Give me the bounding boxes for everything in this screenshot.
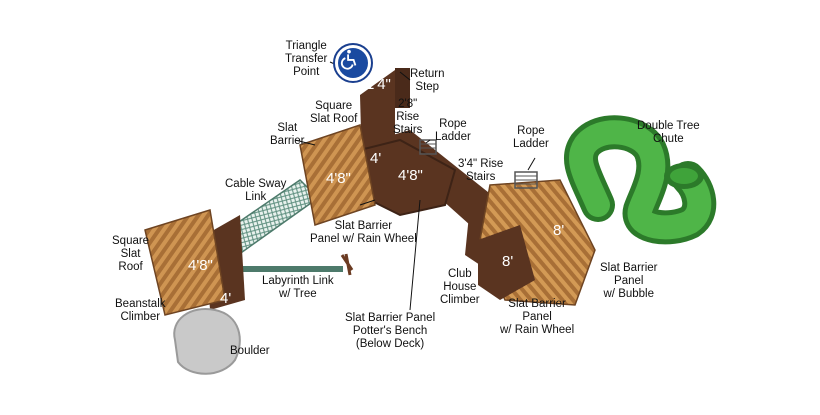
- dim-right-tower-top: 8': [553, 222, 565, 239]
- dim-center-left: 4'8": [326, 170, 351, 187]
- wheelchair-accessible-icon: [333, 43, 373, 83]
- dim-left-small: 4': [220, 290, 232, 307]
- dim-center-right: 4'8": [398, 167, 423, 184]
- rope-ladders: [419, 139, 538, 189]
- dim-right-tower-bottom: 8': [502, 253, 514, 270]
- slat-towers-left: [144, 124, 376, 316]
- labyrinth-link-shape: [238, 253, 354, 276]
- label-boulder: Boulder: [230, 345, 270, 357]
- dim-left-tower: 4'8": [188, 257, 213, 274]
- double-tree-chute-shape: [564, 115, 717, 245]
- dim-top-deck: 1'4": [366, 76, 391, 93]
- dim-center-small: 4': [370, 150, 382, 167]
- slat-tower-right: [478, 179, 596, 306]
- boulder-shape: [173, 308, 241, 375]
